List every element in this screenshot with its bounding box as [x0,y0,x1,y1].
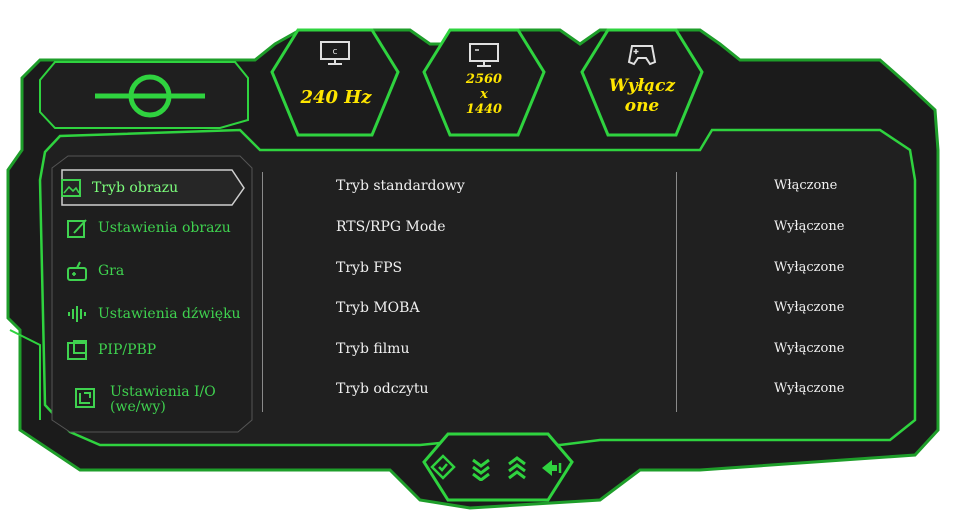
back-icon[interactable] [540,455,566,481]
resolution-height: 1440 [465,102,503,117]
mode-option-rts-rpg[interactable]: RTS/RPG Mode [336,219,446,235]
up-icon[interactable] [504,455,530,481]
mode-option-standard[interactable]: Tryb standardowy [336,178,465,194]
mode-option-fps[interactable]: Tryb FPS [336,260,403,276]
mode-value-fps: Wyłączone [774,260,845,275]
resolution-width: 2560 [465,72,503,87]
monitor-refresh-icon: c [318,40,352,66]
svg-text:c: c [333,47,338,57]
picture-settings-icon [66,217,88,239]
sidebar-item-label: Gra [98,263,125,279]
sidebar-item-pip-pbp[interactable]: PIP/PBP [66,333,156,367]
refresh-rate-value: 240 Hz [300,87,372,108]
down-icon[interactable] [468,455,494,482]
sidebar-item-picture-settings[interactable]: Ustawienia obrazu [66,211,231,245]
mode-option-moba[interactable]: Tryb MOBA [336,300,420,316]
divider-left [262,172,263,412]
sidebar-item-label: PIP/PBP [98,342,157,358]
mode-value-movie: Wyłączone [774,341,845,356]
sidebar-item-sound[interactable]: Ustawienia dźwięku [66,297,241,331]
resolution-value: 2560 x 1440 [448,72,520,117]
game-mode-line1: Wyłącz [608,76,676,96]
gamepad-icon [66,260,88,282]
sidebar-item-picture-mode[interactable]: Tryb obrazu [60,171,228,205]
mode-value-reading: Wyłączone [774,381,845,396]
gamepad-icon [626,40,658,68]
mode-option-reading[interactable]: Tryb odczytu [336,381,429,397]
mode-value-moba: Wyłączone [774,300,845,315]
sidebar-item-label-line2: (we/wy) [110,399,166,415]
pip-icon [66,339,88,361]
monitor-resolution-icon [467,42,501,68]
sidebar-item-label: Ustawienia I/O (we/wy) [110,385,216,415]
sound-icon [66,303,88,325]
sidebar-item-game[interactable]: Gra [66,254,124,288]
select-icon[interactable] [430,454,456,480]
sidebar-item-label: Ustawienia dźwięku [98,306,241,322]
game-mode-value: Wyłącz one [598,76,686,116]
mode-option-movie[interactable]: Tryb filmu [336,341,410,357]
crosshair-logo-icon [95,74,205,118]
input-output-icon [74,387,96,409]
divider-right [676,172,677,412]
resolution-separator: x [480,87,488,102]
mode-value-rts-rpg: Wyłączone [774,219,845,234]
sidebar-item-label: Ustawienia obrazu [98,220,231,236]
picture-icon [60,177,82,199]
sidebar-item-input-output[interactable]: Ustawienia I/O (we/wy) [66,385,216,425]
sidebar-item-label-line1: Ustawienia I/O [110,384,216,400]
sidebar-item-label: Tryb obrazu [92,180,179,196]
game-mode-line2: one [624,96,660,116]
mode-value-standard: Włączone [774,178,838,193]
